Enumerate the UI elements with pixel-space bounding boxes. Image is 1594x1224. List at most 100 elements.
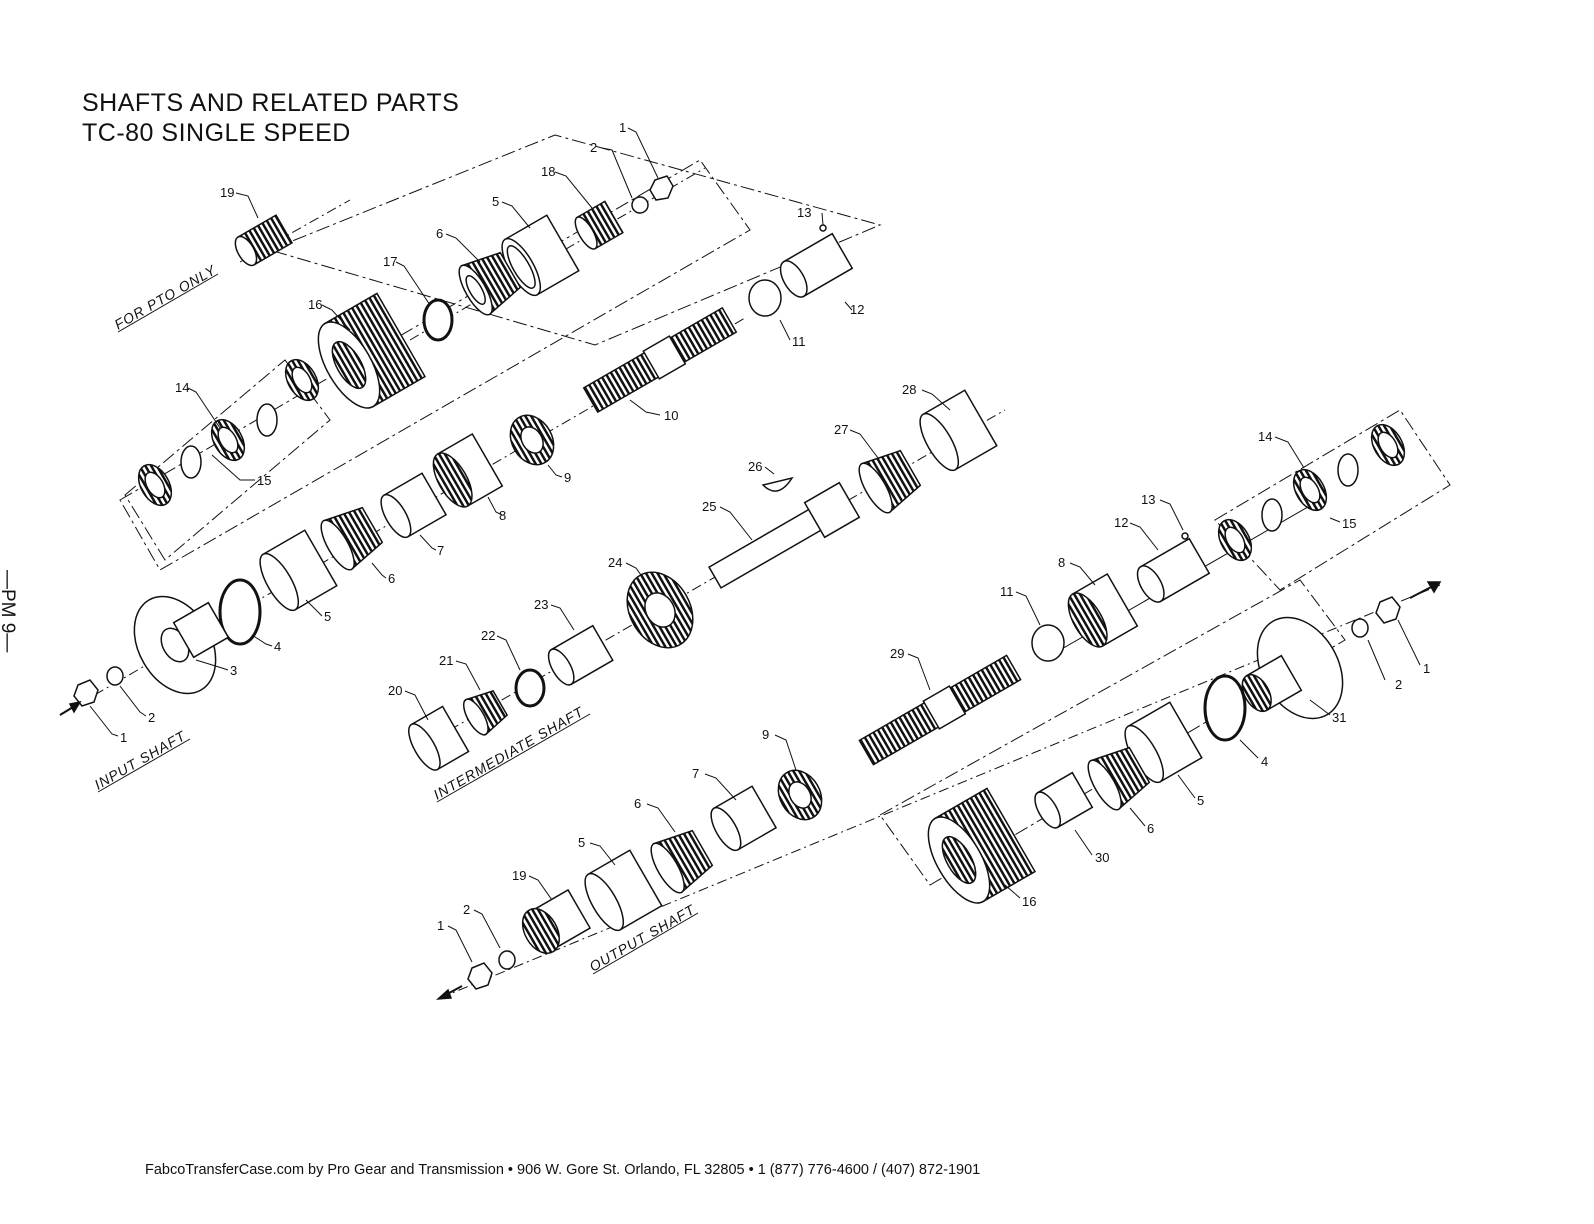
- part-1-nut-output: [467, 962, 493, 990]
- part-11-washer-top: [748, 279, 782, 317]
- callout-18-pto: 18: [541, 164, 555, 179]
- output-bearing-bracket: [1214, 409, 1451, 591]
- callout-9-pto: 9: [564, 470, 571, 485]
- callout-8-output: 8: [1058, 555, 1065, 570]
- part-9-gear: [509, 414, 555, 466]
- intermediate-shaft-axis: [414, 409, 1006, 751]
- callout-17-pto: 17: [383, 254, 397, 269]
- part-6-bearing-cone-output: [650, 829, 714, 894]
- callout-21: 21: [439, 653, 453, 668]
- input-bearing-bracket: [124, 359, 331, 561]
- part-2-washer-top: [631, 196, 649, 214]
- part-14-bearing-output-mid: [1292, 468, 1328, 512]
- part-25-intermediate-shaft: [708, 481, 861, 589]
- pto-bracket: [268, 134, 882, 346]
- callout-4-output: 4: [1261, 754, 1268, 769]
- input-arrow-head: [68, 700, 82, 714]
- title-line-2: TC-80 SINGLE SPEED: [82, 119, 351, 147]
- part-bearing-far-left: [137, 463, 173, 507]
- callout-14-output: 14: [1258, 429, 1272, 444]
- callout-2-input: 2: [148, 710, 155, 725]
- callout-22: 22: [481, 628, 495, 643]
- callout-19-output: 19: [512, 868, 526, 883]
- callout-15-output: 15: [1342, 516, 1356, 531]
- callout-4-input: 4: [274, 639, 281, 654]
- callout-1-output: 1: [437, 918, 444, 933]
- part-7-sleeve-output: [710, 785, 778, 852]
- title-line-1: SHAFTS AND RELATED PARTS: [82, 89, 460, 117]
- part-5-bearing-cup-input: [259, 529, 338, 612]
- part-21-bearing-cone: [462, 689, 509, 736]
- part-5-bearing-cup-output-lower: [1124, 701, 1203, 784]
- input-bracket: [119, 159, 751, 571]
- part-7-sleeve: [380, 472, 448, 539]
- output-arrow-left-head: [435, 988, 453, 1000]
- callout-5-input: 5: [324, 609, 331, 624]
- callout-23: 23: [534, 597, 548, 612]
- output-gear-bracket: [879, 579, 1346, 886]
- part-27-bearing-cone: [858, 449, 922, 514]
- part-2-washer-output-right: [1351, 618, 1369, 638]
- callout-6-output-lower: 6: [1147, 821, 1154, 836]
- callout-11-output: 11: [1000, 584, 1014, 599]
- callout-26: 26: [748, 459, 762, 474]
- part-2-washer-input: [106, 666, 124, 686]
- callout-9-output: 9: [762, 727, 769, 742]
- callout-5-pto: 5: [492, 194, 499, 209]
- callout-13-pto: 13: [797, 205, 811, 220]
- callout-2-output-right: 2: [1395, 677, 1402, 692]
- footer-contact: FabcoTransferCase.com by Pro Gear and Tr…: [145, 1162, 981, 1178]
- part-4-seal-output: [1203, 674, 1247, 742]
- part-12-sleeve-top: [779, 232, 854, 298]
- callout-12-output: 12: [1114, 515, 1128, 530]
- part-18-bearing: [574, 200, 624, 250]
- part-8-clutch-output: [1067, 572, 1139, 648]
- part-28-bearing-cup: [919, 389, 998, 472]
- part-26-key: [761, 476, 794, 492]
- part-19-pto-gear: [234, 214, 294, 267]
- part-15-ring-output-left: [1261, 498, 1283, 532]
- callout-30: 30: [1095, 850, 1109, 865]
- callout-7-pto: 7: [437, 543, 444, 558]
- callout-13-output: 13: [1141, 492, 1155, 507]
- callout-2-output: 2: [463, 902, 470, 917]
- part-2-washer-output: [498, 950, 516, 970]
- callout-19-pto: 19: [220, 185, 234, 200]
- callout-1-output-right: 1: [1423, 661, 1430, 676]
- callout-2-pto: 2: [590, 140, 597, 155]
- part-bearing-output-left: [1217, 518, 1253, 562]
- part-24-gear: [626, 571, 694, 649]
- callout-1-input: 1: [120, 730, 127, 745]
- part-9-gear-output: [777, 769, 823, 821]
- page-title: SHAFTS AND RELATED PARTS TC-80 SINGLE SP…: [82, 88, 459, 148]
- callout-5-output: 5: [578, 835, 585, 850]
- part-5-bearing-cup-top: [501, 214, 580, 297]
- part-17-spacer: [422, 298, 454, 342]
- callout-12-pto: 12: [850, 302, 864, 317]
- callout-31: 31: [1332, 710, 1346, 725]
- part-6-bearing-cone-top: [458, 251, 522, 316]
- part-8-clutch: [432, 432, 504, 508]
- part-1-nut-output-right: [1375, 596, 1401, 624]
- part-11-washer-output: [1031, 624, 1065, 662]
- part-30-spacer: [1034, 771, 1094, 829]
- label-input-shaft: INPUT SHAFT: [92, 727, 189, 792]
- callout-24: 24: [608, 555, 622, 570]
- part-14-bearing-right: [284, 358, 320, 402]
- part-12-sleeve-output: [1136, 537, 1211, 603]
- callout-8-pto: 8: [499, 508, 506, 523]
- callout-5-output-lower: 5: [1197, 793, 1204, 808]
- part-14-bearing-output-right: [1370, 423, 1406, 467]
- part-20-bearing-cup: [408, 705, 470, 771]
- part-15-ring-right: [256, 403, 278, 437]
- part-1-nut-top: [649, 175, 674, 201]
- callout-6-output: 6: [634, 796, 641, 811]
- callout-11-pto: 11: [792, 334, 806, 349]
- callout-15-pto: 15: [257, 473, 271, 488]
- callout-27: 27: [834, 422, 848, 437]
- part-5-bearing-cup-output: [584, 849, 663, 932]
- callout-16-output: 16: [1022, 894, 1036, 909]
- part-14-bearing-left: [210, 418, 246, 462]
- part-16-gear-output: [927, 787, 1037, 904]
